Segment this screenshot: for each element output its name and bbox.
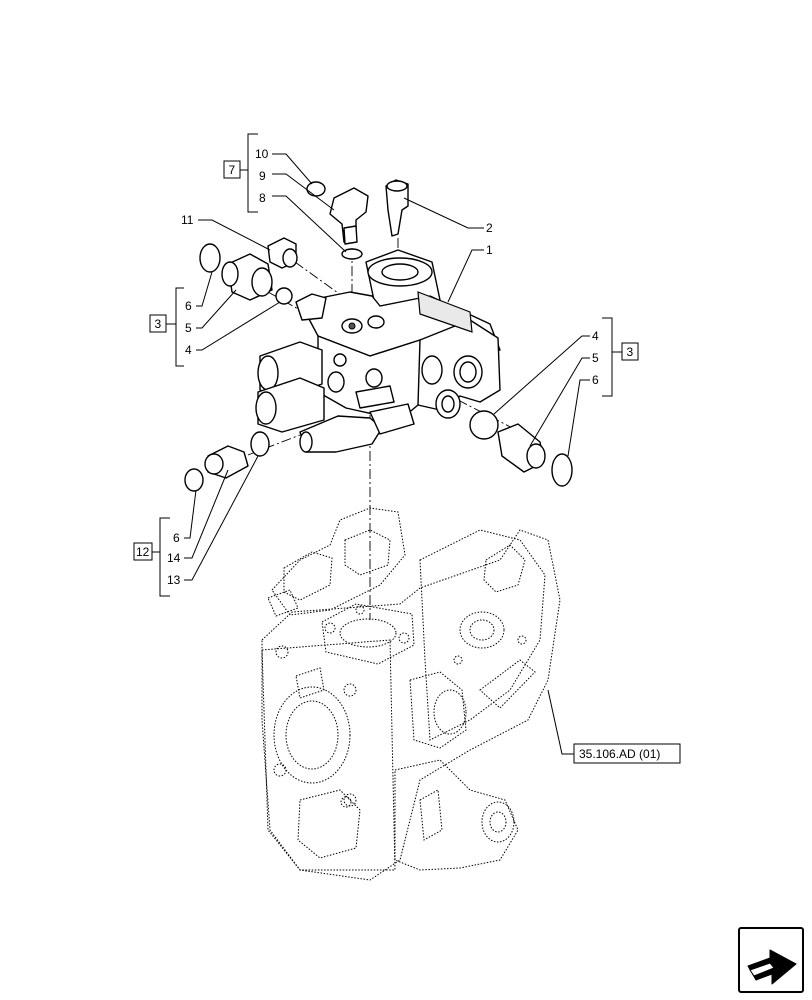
callout-3-right: 3 [627, 345, 634, 359]
fittings-and-seals [184, 179, 573, 492]
callout-7-box [223, 160, 241, 179]
reference-box [573, 743, 681, 764]
callout-1: 1 [486, 243, 493, 257]
control-valve-body [255, 249, 501, 453]
callout-6-right: 6 [592, 373, 599, 387]
callout-2: 2 [486, 221, 493, 235]
leader-lines [152, 133, 622, 755]
callout-11: 11 [181, 213, 194, 227]
callout-6-left-upper: 6 [185, 299, 192, 313]
callout-5-right: 5 [592, 351, 599, 365]
callout-6-lower: 6 [173, 531, 180, 545]
callout-4-left-upper: 4 [185, 343, 192, 357]
next-page-arrow-icon[interactable] [738, 927, 804, 993]
callout-12-box [133, 542, 153, 561]
callout-labels: 10 9 8 7 2 1 11 6 5 4 3 4 5 6 3 6 14 13 … [133, 147, 681, 764]
reference-label[interactable]: 35.106.AD (01) [579, 747, 660, 761]
hydraulic-pump-assembly [261, 507, 561, 881]
callout-13: 13 [167, 573, 181, 587]
callout-7: 7 [229, 163, 236, 177]
callout-10: 10 [255, 147, 269, 161]
callout-9: 9 [259, 169, 266, 183]
callout-14: 14 [167, 551, 181, 565]
callout-3-left-box [149, 314, 167, 333]
callout-3-right-box [621, 342, 639, 361]
callout-5-left-upper: 5 [185, 321, 192, 335]
callout-4-right: 4 [592, 329, 599, 343]
callout-8: 8 [259, 191, 266, 205]
callout-3-left: 3 [155, 317, 162, 331]
callout-12: 12 [136, 545, 150, 559]
